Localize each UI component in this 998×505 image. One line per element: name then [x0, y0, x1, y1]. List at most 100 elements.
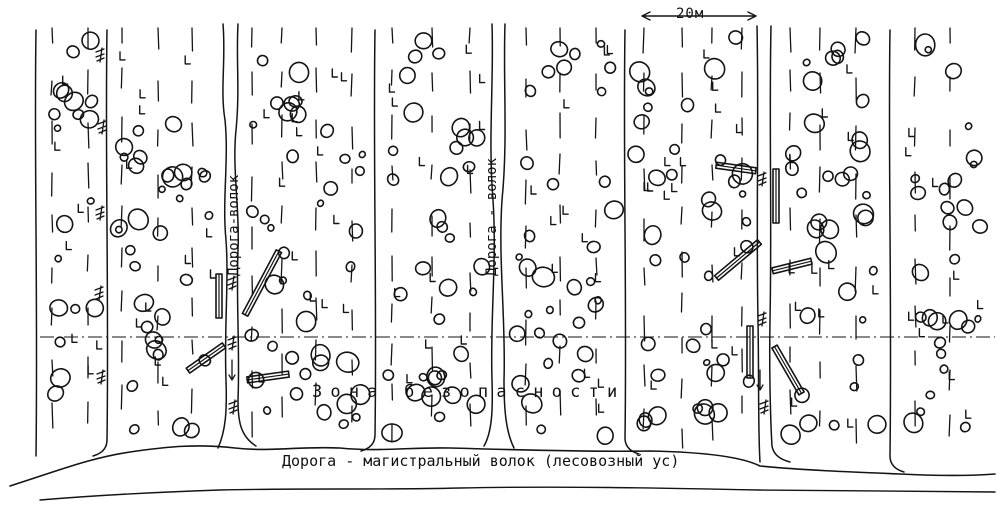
tree-crown-icon — [650, 368, 666, 382]
tree-crown-icon — [66, 45, 80, 59]
fir-tree-icon — [757, 311, 767, 327]
stump-icon — [581, 233, 588, 243]
tree-crown-icon — [971, 219, 989, 234]
tree-crown-icon — [198, 170, 212, 183]
stump-icon — [317, 146, 324, 156]
fir-tree-icon — [759, 399, 769, 415]
tree-row-dash — [431, 27, 434, 48]
stump-icon — [406, 374, 413, 384]
tree-row-dash — [120, 164, 123, 185]
tree-crown-icon — [855, 93, 870, 109]
stump-icon — [846, 64, 853, 74]
stump-icon — [714, 103, 722, 113]
stump-icon — [872, 285, 879, 295]
tree-crown-icon — [862, 190, 871, 200]
tree-row-dash — [854, 27, 857, 54]
tree-crown-icon — [128, 423, 140, 435]
tree-crown-icon — [921, 308, 939, 327]
tree-crown-icon — [320, 123, 335, 139]
tree-crown-icon — [295, 310, 317, 333]
log-midline — [187, 344, 225, 372]
tree-crown-icon — [154, 307, 171, 326]
stump-icon — [119, 51, 126, 61]
tree-crown-icon — [256, 54, 269, 67]
tree-crown-icon — [119, 152, 129, 162]
tree-row-dash — [948, 414, 951, 437]
stump-icon — [703, 49, 710, 59]
tree-crown-icon — [269, 96, 284, 111]
stump-icon — [664, 156, 671, 167]
main-road-upper-edge — [9, 445, 996, 487]
stump-icon — [551, 263, 558, 273]
tree-row-dash — [431, 72, 434, 92]
tree-crown-icon — [842, 166, 859, 182]
strip-boundary-5 — [888, 29, 905, 473]
tree-crown-icon — [462, 160, 476, 173]
tree-row-dash — [740, 262, 743, 280]
tree-crown-icon — [386, 173, 400, 187]
fir-tree-icon — [757, 171, 767, 187]
stump-icon — [465, 44, 472, 54]
tree-crown-icon — [696, 398, 714, 417]
stump-icon — [953, 270, 960, 280]
tree-crown-icon — [508, 325, 526, 343]
stump-icon — [77, 203, 84, 213]
tree-row-dash — [120, 205, 123, 227]
tree-row-dash — [642, 27, 645, 54]
tree-row-dash — [120, 290, 123, 312]
tree-crown-icon — [938, 182, 951, 196]
tree-crown-icon — [393, 286, 408, 302]
strip-boundary-2 — [92, 29, 109, 457]
skid-road-1-right-edge — [234, 23, 257, 447]
tree-row-dash — [855, 365, 858, 392]
tree-crown-icon — [942, 214, 958, 231]
tree-row-dash — [914, 258, 917, 285]
tree-crown-icon — [944, 62, 963, 80]
tree-row-dash — [818, 166, 821, 193]
tree-row-dash — [391, 165, 394, 181]
skid-road-1-left-edge — [217, 23, 228, 449]
tree-crown-icon — [54, 336, 66, 348]
tree-crown-icon — [550, 40, 569, 58]
tree-crown-icon — [837, 282, 857, 302]
tree-crown-icon — [585, 276, 596, 287]
fir-tree-icon — [96, 369, 106, 385]
stump-icon — [460, 335, 467, 345]
tree-crown-icon — [427, 370, 443, 386]
tree-crown-icon — [403, 102, 424, 123]
stump-icon — [643, 181, 650, 192]
tree-crown-icon — [911, 263, 930, 282]
tree-crown-icon — [354, 165, 366, 177]
stump-icon — [321, 298, 328, 309]
tree-crown-icon — [158, 185, 166, 194]
tree-crown-icon — [414, 261, 432, 276]
fir-tree-icon — [94, 285, 104, 301]
tree-crown-icon — [152, 348, 164, 361]
tree-row-dash — [430, 164, 433, 180]
tree-row-dash — [594, 209, 597, 228]
tree-crown-icon — [154, 335, 164, 345]
tree-crown-icon — [956, 199, 974, 217]
tree-crown-icon — [738, 190, 747, 198]
tree-crown-icon — [627, 145, 645, 164]
tree-crown-icon — [277, 246, 291, 260]
stump-icon — [429, 272, 436, 283]
stump-icon — [650, 380, 657, 390]
tree-row-dash — [789, 27, 792, 53]
tree-crown-icon — [81, 31, 100, 51]
tree-crown-icon — [79, 109, 100, 129]
tree-crown-icon — [702, 358, 711, 367]
tree-crowns — [46, 30, 989, 446]
tree-crown-icon — [316, 403, 332, 421]
tree-crown-icon — [802, 58, 811, 67]
tree-row-dash — [681, 72, 684, 98]
tree-crown-icon — [316, 199, 325, 208]
main-road-lower-edge — [39, 486, 996, 501]
tree-row-dash — [315, 297, 318, 321]
tree-crown-icon — [855, 31, 871, 46]
tree-crown-icon — [569, 47, 581, 61]
tree-row-dash — [351, 220, 354, 242]
felled-log-icon — [713, 238, 763, 282]
tree-crown-icon — [323, 180, 339, 196]
tree-crown-icon — [741, 216, 752, 227]
